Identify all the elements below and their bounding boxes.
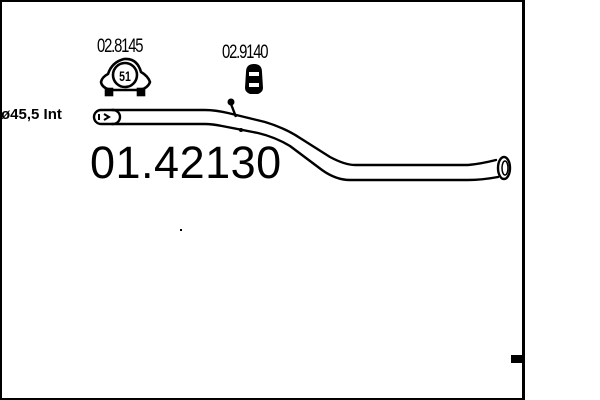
pipe-inlet-icon: [92, 108, 122, 126]
pipe-clamp-icon: [99, 57, 152, 97]
rubber-hanger-icon: [245, 64, 263, 94]
inlet-diameter-label: ø45,5 Int: [1, 106, 62, 123]
stray-dot: [180, 229, 182, 231]
pipe-icon: [110, 108, 500, 182]
diagram-frame: [0, 0, 525, 400]
hanger-pin-icon: [227, 98, 238, 118]
frame-marker: [511, 355, 522, 363]
clamp-reference-label: 02.8145: [97, 36, 144, 57]
pipe-outlet-icon: [496, 155, 512, 181]
part-number-label: 01.42130: [90, 137, 282, 188]
hanger-reference-label: 02.9140: [222, 42, 269, 63]
clamp-size-label: 51: [119, 69, 131, 85]
weld-point-icon: [239, 128, 243, 132]
